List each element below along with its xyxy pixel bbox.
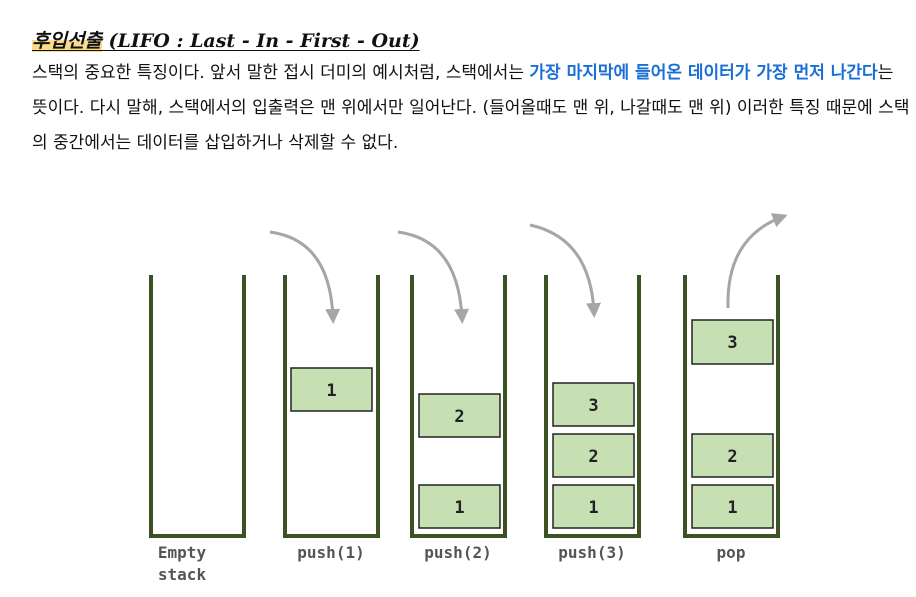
stack-block <box>691 433 774 478</box>
paragraph-emphasis: 가장 마지막에 들어온 데이터가 가장 먼저 나간다 <box>529 63 878 83</box>
heading-lifo: (LIFO : Last - In - First - Out) <box>108 30 420 52</box>
heading-korean: 후입선출 <box>32 30 102 52</box>
block-value: 3 <box>727 333 737 353</box>
block-value: 2 <box>454 407 464 427</box>
description-paragraph: 스택의 중요한 특징이다. 앞서 말한 접시 더미의 예시처럼, 스택에서는 가… <box>32 56 912 161</box>
paragraph-part-2: 는 뜻이다. 다시 말해, 스택에서의 입출력은 맨 위에서만 일어난다. (들… <box>32 63 910 153</box>
push-arrow-icon <box>397 230 470 324</box>
stack-block <box>418 393 501 438</box>
stack-block <box>552 484 635 529</box>
paragraph-part-1: 스택의 중요한 특징이다. 앞서 말한 접시 더미의 예시처럼, 스택에서는 <box>32 63 530 83</box>
stack-label-push2: push(2) <box>424 543 492 562</box>
stack-block <box>552 433 635 478</box>
stack-container-push3 <box>544 275 641 538</box>
pop-arrow-icon <box>726 213 788 309</box>
stack-label-push1: push(1) <box>297 543 365 562</box>
push-arrow-icon <box>269 230 341 324</box>
block-value: 1 <box>326 381 336 401</box>
stack-label-empty: Empty stack <box>157 543 207 584</box>
stack-block <box>418 484 501 529</box>
stack-container-push1 <box>283 275 380 538</box>
stack-container-push2 <box>410 275 507 538</box>
popped-block <box>691 319 774 365</box>
stack-block <box>552 382 635 427</box>
stack-block <box>691 484 774 529</box>
stack-container-pop <box>683 275 780 538</box>
push-arrow-icon <box>529 223 601 318</box>
block-value: 1 <box>454 498 464 518</box>
block-value: 1 <box>727 498 737 518</box>
stack-block <box>290 367 373 412</box>
stack-container-empty <box>149 275 246 538</box>
section-heading: 후입선출 (LIFO : Last - In - First - Out) <box>32 26 420 53</box>
block-value: 2 <box>727 447 737 467</box>
block-value: 2 <box>588 447 598 467</box>
stack-label-pop: pop <box>716 543 746 562</box>
stack-label-push3: push(3) <box>558 543 626 562</box>
block-value: 1 <box>588 498 598 518</box>
block-value: 3 <box>588 396 598 416</box>
